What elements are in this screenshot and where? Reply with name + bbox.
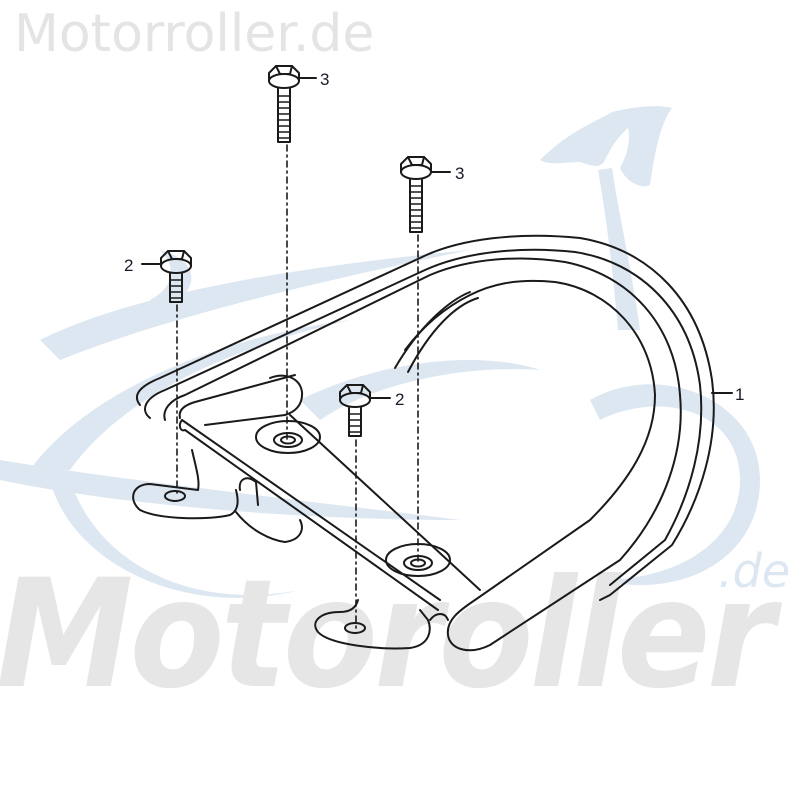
rear-carrier[interactable] (132, 234, 715, 652)
callout-2-center: 2 (395, 390, 405, 409)
bolt-long-right[interactable] (400, 156, 451, 233)
watermark-bottom-suffix: .de (718, 544, 791, 598)
watermark-top-text: Motorroller.de (14, 4, 375, 64)
callout-2-left: 2 (124, 256, 134, 275)
callout-3-right: 3 (455, 164, 465, 183)
callout-1: 1 (735, 385, 745, 404)
bolt-short-left[interactable] (141, 250, 192, 303)
watermark-bottom-text: Motoroller (0, 548, 775, 722)
bolt-long-left[interactable] (268, 65, 317, 143)
callout-3-left: 3 (320, 70, 330, 89)
bolt-short-center[interactable] (339, 384, 391, 437)
assembly-lines (176, 144, 419, 629)
